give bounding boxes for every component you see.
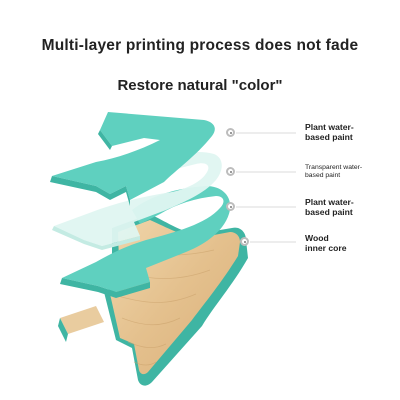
marker-dot-1	[226, 128, 235, 137]
layer-label-line: based paint	[305, 171, 341, 179]
plant-paint-layer-top	[50, 112, 215, 206]
layer-label-line: based paint	[305, 206, 353, 217]
layer-label-plant-paint-lower: Plant water- based paint	[305, 197, 354, 218]
layer-label-line: based paint	[305, 131, 353, 142]
layer-label-line: Wood	[305, 233, 329, 243]
layer-label-line: Plant water-	[305, 122, 354, 132]
transparent-paint-layer	[52, 152, 222, 250]
layer-label-line: Plant water-	[305, 197, 354, 207]
layer-label-wood-core: Wood inner core	[305, 233, 347, 254]
layer-label-plant-paint-top: Plant water- based paint	[305, 122, 354, 143]
marker-dot-2	[226, 167, 235, 176]
connector-lines	[236, 132, 296, 243]
page-title: Multi-layer printing process does not fa…	[41, 37, 359, 54]
marker-dot-3	[226, 202, 235, 211]
page-subtitle: Restore natural "color"	[117, 77, 283, 94]
plant-paint-layer-lower	[60, 186, 231, 298]
marker-dot-4	[240, 237, 249, 246]
layer-label-transparent-paint: Transparent water- based paint	[305, 164, 362, 180]
layer-label-line: Transparent water-	[305, 164, 363, 171]
layer-label-line: inner core	[305, 242, 347, 253]
